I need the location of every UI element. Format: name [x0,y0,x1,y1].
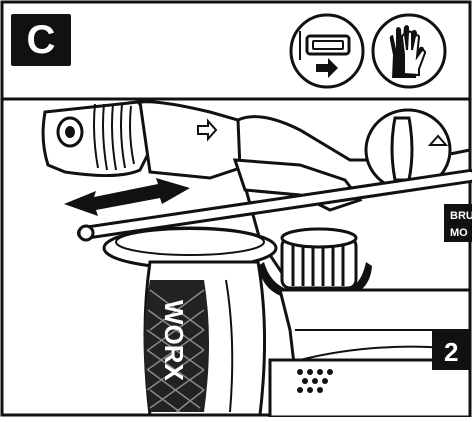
battery-fragment: 2 [444,337,458,367]
drill-illustration: BRU MO WORX [41,100,472,419]
mode-indicator-icon [427,134,449,146]
brand-text: WORX [159,300,189,382]
slide-direction-arrow-icon [64,178,190,216]
battery-grip-dots [297,369,333,393]
protective-gloves-icon [371,13,447,89]
label-fragment-bottom: MO [450,227,468,239]
direction-arrow-icon [197,118,218,142]
battery-insert-icon [289,13,365,89]
label-fragment-top: BRU [450,210,472,222]
step-letter-badge: C [11,14,71,66]
model-label-plate [444,204,472,242]
battery-label [432,330,470,370]
depth-rod [77,169,472,242]
locking-knob [280,227,358,290]
chuck-ribs [93,103,135,171]
